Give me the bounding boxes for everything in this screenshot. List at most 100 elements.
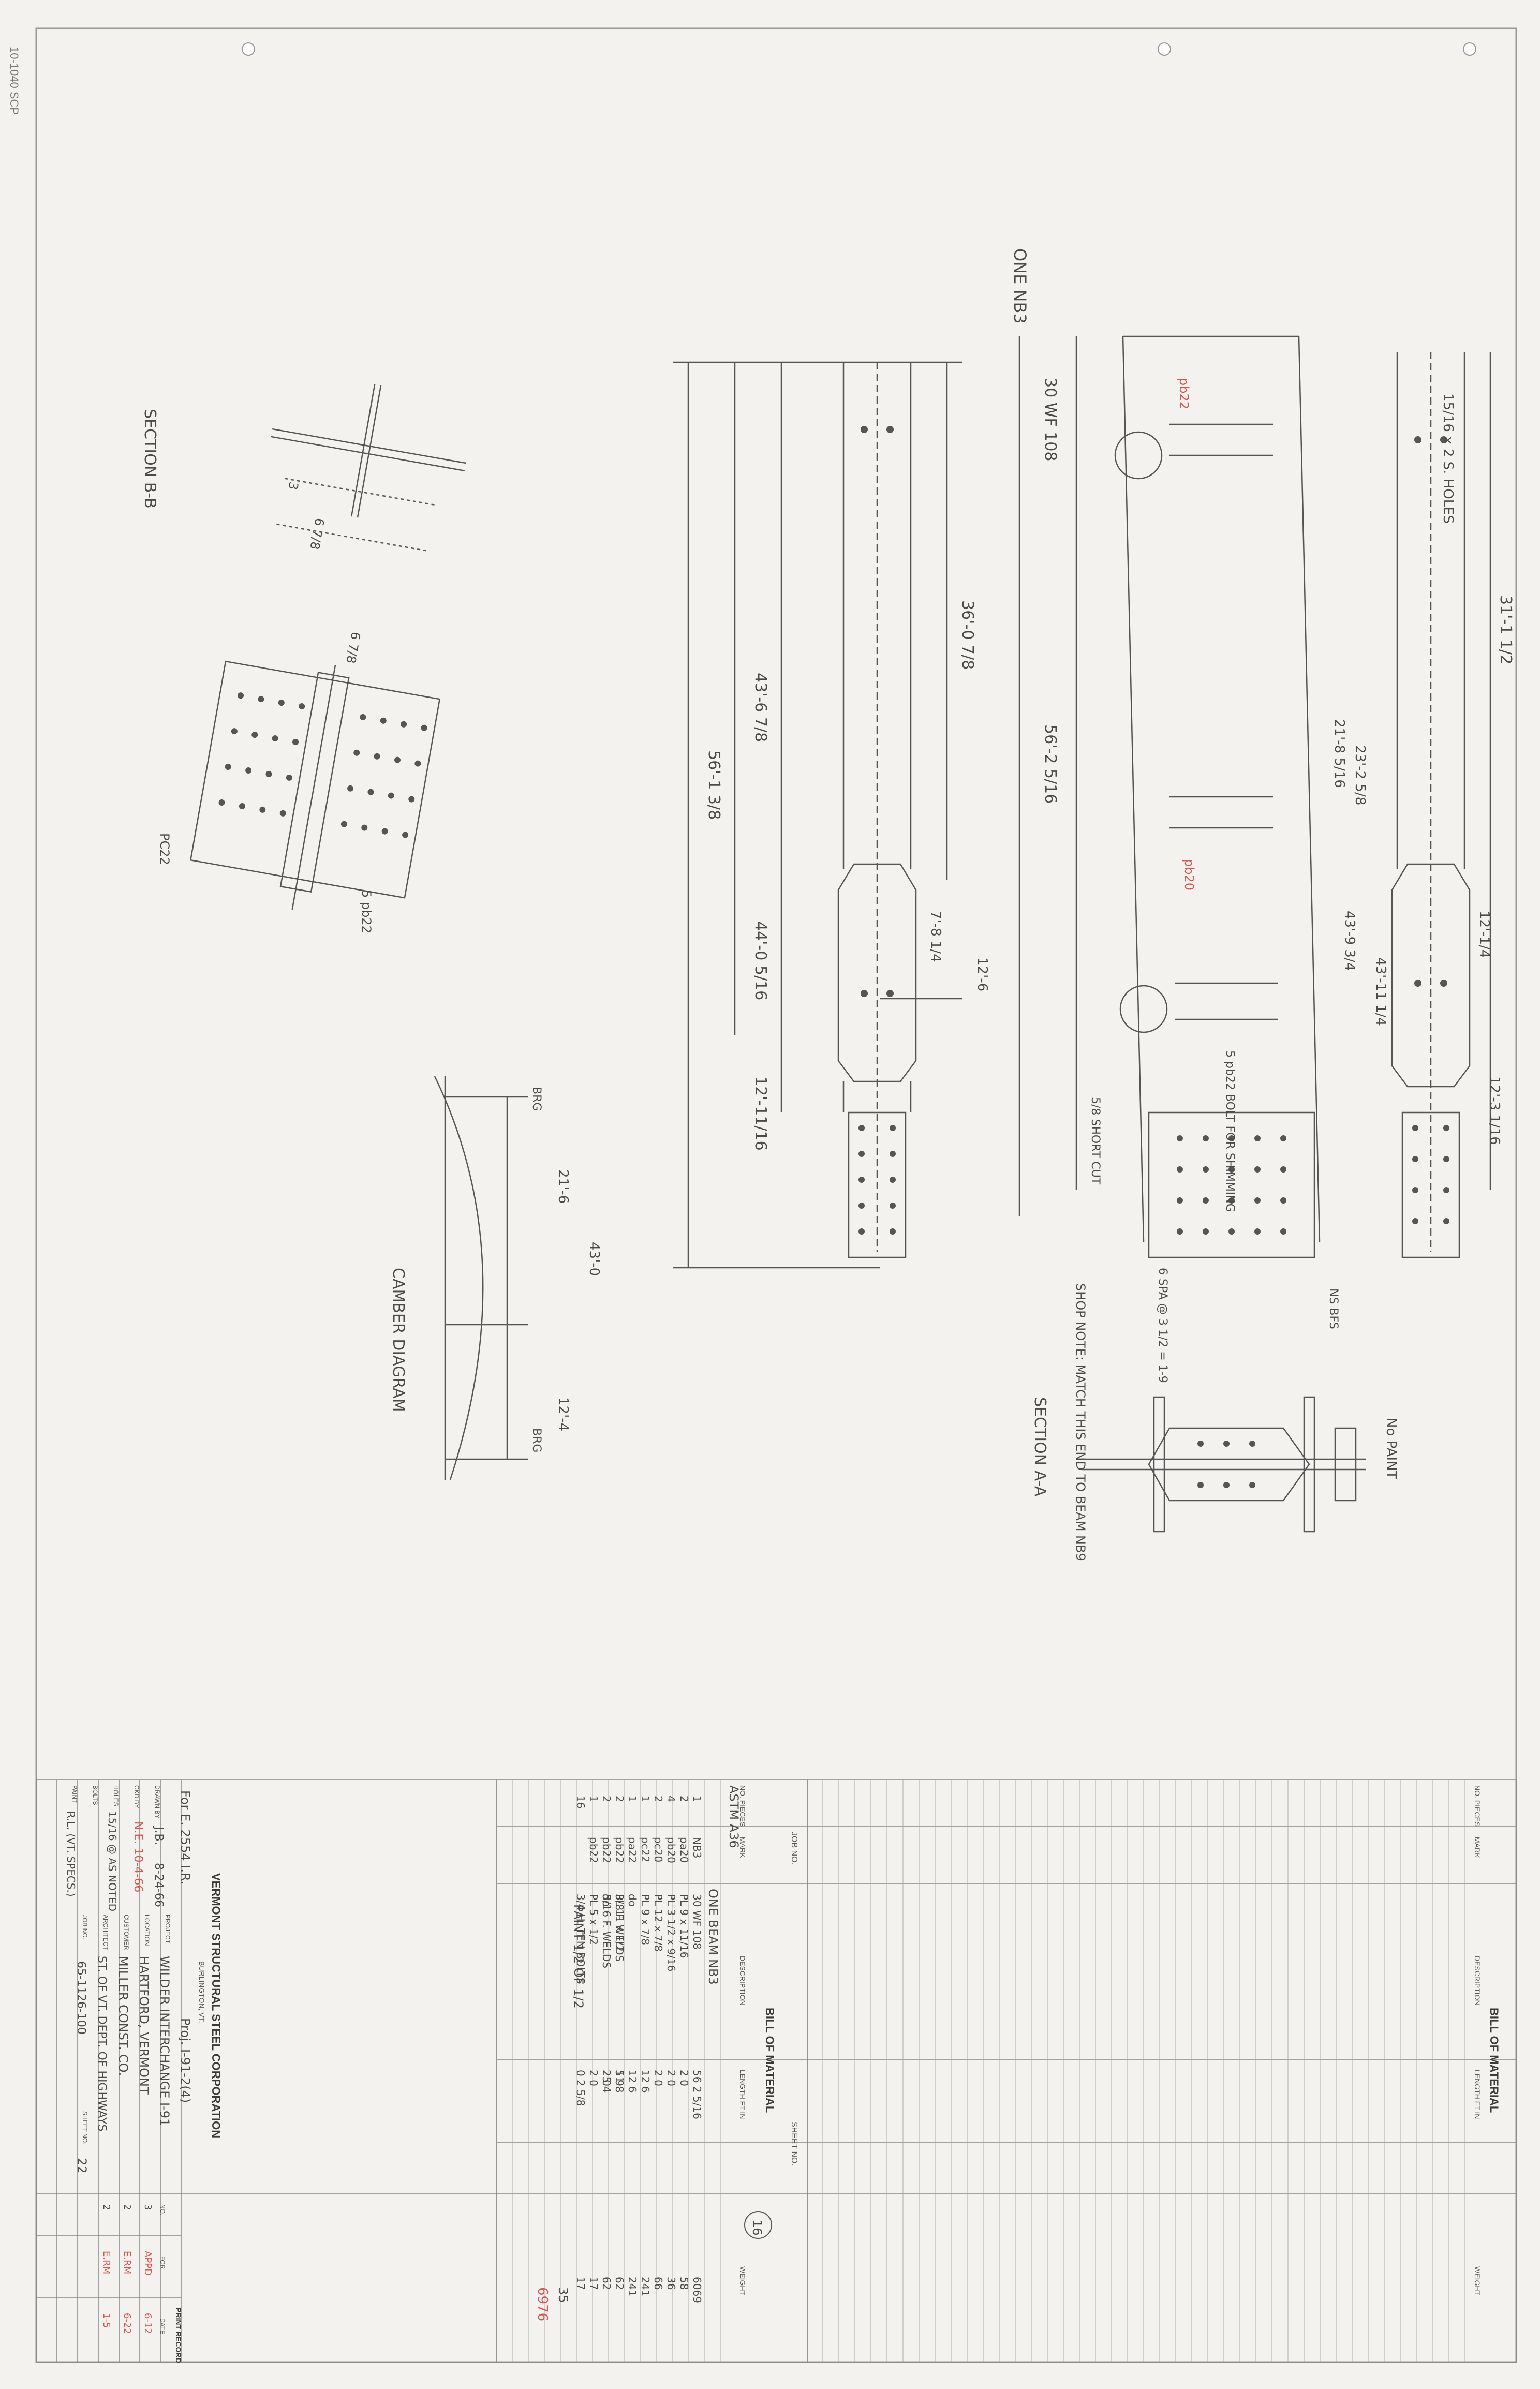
beam-left-bolts [858,426,896,1235]
tb-holes-lbl: HOLES [112,1785,120,1806]
bom-row-pieces: 1 [587,1796,600,1802]
bom-grand-total: 6976 [535,2287,550,2321]
dim-overall: 56'-1 3/8 [705,750,723,820]
tb-chkd-lbl: CKD BY [133,1785,140,1808]
tb-drawn-date: 8-24-66 [152,1863,165,1907]
dim-43c: 43'-11 1/4 [1373,957,1388,1026]
tb-architect-lbl: ARCHITECT [102,1915,109,1950]
bom-row-length: 12 6 [626,2070,639,2093]
bom-left-h4: WEIGHT [738,2266,747,2295]
bb-pc22: PC22 [157,833,172,865]
bom-row-weight: 36 [665,2277,677,2290]
bom-right-h0: NO. PIECES [1473,1785,1482,1827]
bom-row-desc: PL 11 x 1/2 [613,1894,626,1952]
dim-44: 44'-0 5/16 [751,921,769,1000]
bom-row-mark: pb22 [587,1837,600,1863]
tb-drawn-lbl: DRAWN BY [154,1785,161,1818]
bom-right-rows [822,1780,1465,2362]
bom-left-circle: 16 [750,2220,764,2236]
dim-43: 43'-6 7/8 [751,673,769,742]
bom-row-desc: do [600,1894,613,1907]
dim-23: 23'-2 5/8 [1352,745,1368,805]
bom-row-mark: pc20 [652,1837,664,1862]
tb-chkd: N.E. 10-4-66 [131,1821,144,1892]
bb-dim-b: 6 7/8 [343,631,363,664]
six-spa: 6 SPA @ 3 1/2 = 1-9 [1156,1268,1169,1383]
bom-right-h3: LENGTH FT IN [1473,2070,1482,2119]
section-bb-title: SECTION B-B [141,409,159,509]
section-aa-bolts [1197,1441,1255,1488]
bom-row-weight: 62 [613,2277,626,2290]
tb-bolts-lbl: BOLTS [92,1785,99,1805]
bom-left-h0: NO. PIECES [738,1785,747,1827]
bom-weld-length: 25 4 [600,2070,613,2093]
bom-row-mark: pb20 [665,1837,677,1863]
tb-city: BURLINGTON, VT. [198,1961,206,2023]
tb-job: 65-1126-100 [75,1961,87,2035]
tb-pr-h0: NO. [159,2204,166,2215]
pb22-label: pb22 [1177,378,1191,409]
bom-row-length: 2 0 [587,2070,600,2086]
bolt-shim: 5 pb22 BOLT FOR SHIMMING [1223,1050,1236,1212]
bom-row-mark: pc22 [639,1837,651,1862]
dim-12d: 12'-3 1/16 [1487,1076,1502,1145]
dim-12: 12'-11/16 [751,1076,769,1151]
bom-left-job: JOB NO. [790,1832,798,1865]
tb-location-lbl: LOCATION [143,1915,151,1946]
bom-right-h1: MARK [1473,1837,1482,1858]
camber-21: 21'-6 [555,1169,571,1204]
dim-12c: 12'-1/4 [1476,911,1492,958]
bom-left-h1: MARK [738,1837,747,1858]
bom-right-title: BILL OF MATERIAL [1488,2008,1501,2113]
tb-print-record: PRINT RECORD [174,2308,183,2363]
ns-bfs: NS BFS [1327,1288,1340,1329]
bom-right-grid [807,1779,1517,2363]
tb-pr-h1: FOR [159,2256,166,2269]
bom-row-pieces: 2 [678,1796,690,1802]
tb-customer-lbl: CUSTOMER [123,1915,130,1950]
bom-weld-desc: 5/16 F. WELDS [600,1894,613,1968]
camber-brg1: BRG [530,1087,543,1111]
bom-row-desc: PL 9 x 7/8 [639,1894,651,1945]
bom-row-length: 56 2 5/16 [691,2070,703,2119]
bom-row-desc: do [626,1894,639,1907]
bom-row-pieces: 16 [574,1796,587,1808]
camber-43: 43'-0 [586,1242,602,1276]
shop-note: SHOP NOTE: MATCH THIS END TO BEAM NB9 [1073,1283,1088,1561]
bom-row-mark: pb22 [613,1837,626,1863]
bom-row-weight: 17 [587,2277,600,2290]
bom-left-rows [512,1780,721,2362]
bom-right-h2: DESCRIPTION [1473,1956,1482,2006]
bom-row-weight: 241 [626,2277,639,2296]
bom-weld-desc: 3/8 F. WELDS [613,1894,626,1962]
bom-row-desc: PL 3 1/2 x 9/16 [665,1894,677,1971]
print-record-date: 6-12 [142,2313,153,2334]
bom-row-pieces: 1 [626,1796,639,1802]
bom-row-pieces: 2 [613,1796,626,1802]
pb20-label: pb20 [1182,859,1196,891]
beam-elevation-center [1018,335,1321,1258]
tb-architect: ST. OF VT. DEPT. OF HIGHWAYS [95,1956,108,2131]
bom-right-h4: WEIGHT [1473,2266,1482,2295]
short-cut: 5/8 SHORT CUT [1089,1097,1102,1185]
bom-row-weight: 62 [600,2277,613,2290]
bom-row-mark: pa22 [626,1837,639,1863]
bom-row-length: 2 0 [600,2070,613,2086]
title-block-grid [36,1779,497,2363]
beam-elevation-left [673,361,962,1269]
camber-title: CAMBER DIAGRAM [389,1268,407,1412]
print-record-date: 1-5 [101,2313,112,2328]
bom-paint: PAINT 1/2 OF 1/2 [571,1904,586,2009]
print-record-no: 2 [101,2204,112,2210]
beam-name: ONE NB3 [1010,248,1030,324]
tb-project-lbl: PROJECT [164,1915,171,1944]
tb-proj-no: Proj. I-91-2(4) [178,2018,192,2103]
section-aa-title: SECTION A-A [1031,1397,1049,1497]
print-record-date: 6-22 [122,2313,132,2334]
bom-row-length: 1 9 [613,2070,626,2086]
print-record-no: 3 [142,2204,153,2210]
bom-row-weight: 6069 [691,2277,703,2303]
bom-row-length: 0 2 5/8 [574,2070,587,2106]
bom-row-desc: 3/4 H. TEN BOLTS [574,1894,587,1984]
